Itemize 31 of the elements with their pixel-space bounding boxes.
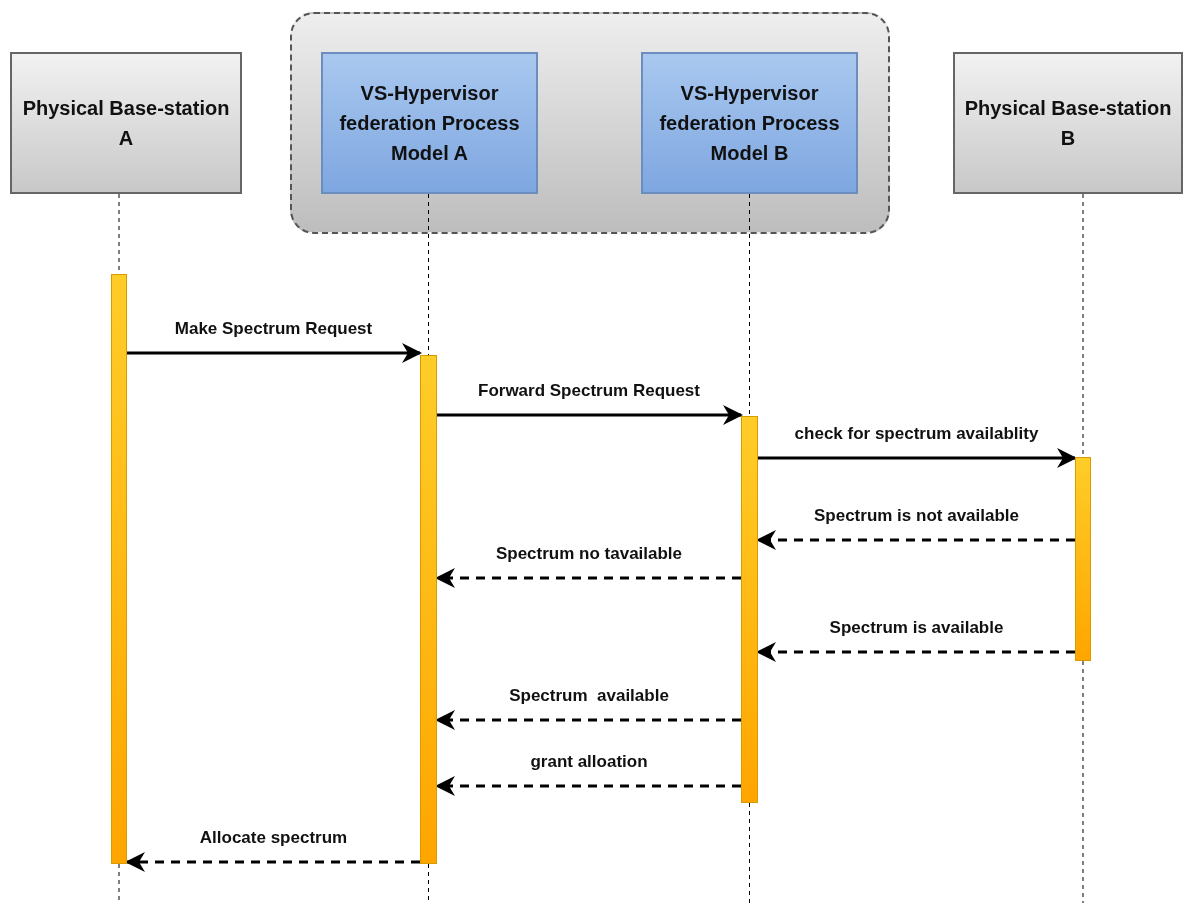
edge-label: Spectrum is available xyxy=(829,618,1004,638)
lifeline xyxy=(428,193,429,356)
edge-label: grant alloation xyxy=(530,752,648,772)
lifeline xyxy=(1082,660,1084,904)
edge-label: check for spectrum availablity xyxy=(794,424,1039,444)
return-arrow xyxy=(756,642,1075,662)
message-arrow xyxy=(758,448,1077,468)
participant-box: VS-Hypervisor federation Process Model B xyxy=(641,52,858,194)
return-arrow xyxy=(125,852,420,872)
edge-label: Forward Spectrum Request xyxy=(478,381,700,401)
edge-label: Spectrum is not available xyxy=(814,506,1019,526)
return-arrow xyxy=(435,568,741,588)
message-arrow xyxy=(127,343,422,363)
edge-label: Spectrum available xyxy=(509,686,669,706)
edge-label: Allocate spectrum xyxy=(199,828,348,848)
lifeline xyxy=(749,193,750,417)
group-box xyxy=(290,12,890,234)
edge-label: Make Spectrum Request xyxy=(174,319,373,339)
participant-box: Physical Base-station A xyxy=(10,52,242,194)
activation-bar xyxy=(111,274,127,864)
participant-box: VS-Hypervisor federation Process Model A xyxy=(321,52,538,194)
return-arrow xyxy=(756,530,1075,550)
lifeline xyxy=(749,802,750,904)
return-arrow xyxy=(435,710,741,730)
activation-bar xyxy=(741,416,758,803)
participant-box: Physical Base-station B xyxy=(953,52,1183,194)
message-arrow xyxy=(437,405,743,425)
activation-bar xyxy=(1075,457,1091,661)
return-arrow xyxy=(435,776,741,796)
activation-bar xyxy=(420,355,437,864)
edge-label: Spectrum no tavailable xyxy=(495,544,683,564)
